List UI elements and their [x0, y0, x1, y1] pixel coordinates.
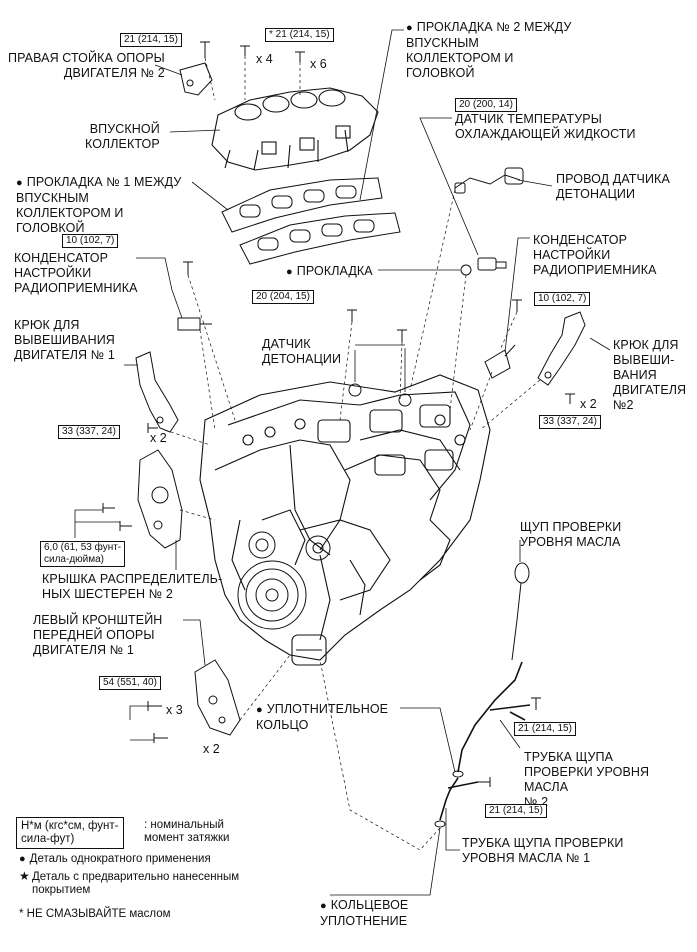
- seal-rings: [434, 770, 464, 828]
- torque-spec-tube-no2: 21 (214, 15): [514, 722, 576, 736]
- qty-bracket-bolts-2: x 2: [203, 742, 220, 756]
- torque-spec-hanger-no2: 33 (337, 24): [539, 415, 601, 429]
- qty-hanger-no2-bolts: x 2: [580, 397, 597, 411]
- legend-precoated: Деталь с предварительно нанесенным покры…: [32, 871, 240, 896]
- label-timing-chain-cover: КРЫШКА РАСПРЕДЕЛИТЕЛЬ- НЫХ ШЕСТЕРЕН № 2: [42, 572, 223, 601]
- qty-manifold-nuts: x 6: [310, 57, 327, 71]
- label-radio-condenser-right: КОНДЕНСАТОР НАСТРОЙКИ РАДИОПРИЕМНИКА: [533, 233, 657, 277]
- timing-chain-cover-no2: [137, 449, 183, 549]
- qty-manifold-bolts: x 4: [256, 52, 273, 66]
- label-oil-dipstick: ЩУП ПРОВЕРКИ УРОВНЯ МАСЛА: [520, 520, 622, 549]
- left-mount-bracket: [194, 659, 241, 736]
- knock-sensor-wire: [454, 167, 524, 194]
- label-radio-condenser-left: КОНДЕНСАТОР НАСТРОЙКИ РАДИОПРИЕМНИКА: [14, 251, 138, 295]
- bolts: [102, 41, 575, 787]
- label-left-mount-bracket: ЛЕВЫЙ КРОНШТЕЙН ПЕРЕДНЕЙ ОПОРЫ ДВИГАТЕЛЯ…: [33, 613, 163, 657]
- gasket-no2: [239, 212, 401, 265]
- knock-sensors: [348, 383, 412, 407]
- label-gasket: ПРОКЛАДКА: [286, 264, 373, 280]
- engine-block: [199, 374, 491, 666]
- legend-torque-description: : номинальный момент затяжки: [144, 819, 230, 844]
- qty-hanger-no1-bolts: x 2: [150, 431, 167, 445]
- gasket-ring: [460, 264, 472, 276]
- label-o-ring: КОЛЬЦЕВОЕ УПЛОТНЕНИЕ: [320, 898, 408, 929]
- label-dipstick-tube-no2: ТРУБКА ЩУПА ПРОВЕРКИ УРОВНЯ МАСЛА № 2: [524, 750, 650, 809]
- legend-torque-units: Н*м (кгс*см, фунт- сила-фут): [16, 817, 124, 849]
- torque-spec-condenser-left: 10 (102, 7): [62, 234, 119, 248]
- torque-spec-knock-sensor: 20 (204, 15): [252, 290, 314, 304]
- dashed-lines: [164, 56, 541, 851]
- oil-dipstick: [511, 562, 530, 661]
- label-engine-hanger-no1: КРЮК ДЛЯ ВЫВЕШИВАНИЯ ДВИГАТЕЛЯ № 1: [14, 318, 115, 362]
- dipstick-tube-no2: [457, 661, 531, 773]
- engine-hanger-no2: [537, 311, 586, 386]
- label-gasket-no2: ПРОКЛАДКА № 2 МЕЖДУ ВПУСКНЫМ КОЛЛЕКТОРОМ…: [406, 20, 571, 81]
- leader-lines: [74, 29, 611, 896]
- torque-spec-condenser-right: 10 (102, 7): [534, 292, 591, 306]
- label-intake-manifold: ВПУСКНОЙ КОЛЛЕКТОР: [85, 122, 160, 151]
- label-dipstick-tube-no1: ТРУБКА ЩУПА ПРОВЕРКИ УРОВНЯ МАСЛА № 1: [462, 836, 624, 865]
- torque-spec-coolant-sensor: 20 (200, 14): [455, 98, 517, 112]
- intake-manifold: [211, 87, 379, 171]
- label-knock-sensor-wire: ПРОВОД ДАТЧИКА ДЕТОНАЦИИ: [556, 172, 670, 201]
- radio-condenser-left: [177, 317, 212, 331]
- qty-bracket-bolts: x 3: [166, 703, 183, 717]
- engine-hanger-no1: [135, 351, 179, 433]
- label-right-mount-stay: ПРАВАЯ СТОЙКА ОПОРЫ ДВИГАТЕЛЯ № 2: [8, 51, 165, 80]
- label-knock-sensor: ДАТЧИК ДЕТОНАЦИИ: [262, 337, 342, 366]
- label-gasket-no1: ПРОКЛАДКА № 1 МЕЖДУ ВПУСКНЫМ КОЛЛЕКТОРОМ…: [16, 175, 181, 236]
- torque-spec-hanger-no1: 33 (337, 24): [58, 425, 120, 439]
- torque-spec-mount-stay: 21 (214, 15): [120, 33, 182, 47]
- radio-condenser-right: [484, 344, 516, 379]
- gasket-no1: [221, 177, 383, 233]
- torque-spec-tube-no1: 21 (214, 15): [485, 804, 547, 818]
- torque-spec-manifold: * 21 (214, 15): [265, 28, 334, 42]
- torque-spec-left-bracket: 54 (551, 40): [99, 676, 161, 690]
- label-engine-hanger-no2: КРЮК ДЛЯ ВЫВЕШИ- ВАНИЯ ДВИГАТЕЛЯ №2: [613, 338, 687, 412]
- label-coolant-temp-sensor: ДАТЧИК ТЕМПЕРАТУРЫ ОХЛАЖДАЮЩЕЙ ЖИДКОСТИ: [455, 112, 636, 141]
- legend-no-oil: * НЕ СМАЗЫВАЙТЕ маслом: [19, 908, 171, 920]
- star-icon: ★: [19, 869, 30, 883]
- dipstick-tube-no1: [439, 777, 479, 821]
- right-mount-stay: [179, 62, 213, 96]
- label-seal-ring: УПЛОТНИТЕЛЬНОЕ КОЛЬЦО: [256, 702, 388, 733]
- crank-pulley: [237, 531, 331, 630]
- torque-spec-timing-cover: 6,0 (61, 53 фунт- сила-дюйма): [40, 541, 126, 567]
- legend-non-reusable: Деталь однократного применения: [19, 853, 211, 866]
- coolant-temp-sensor: [477, 257, 507, 271]
